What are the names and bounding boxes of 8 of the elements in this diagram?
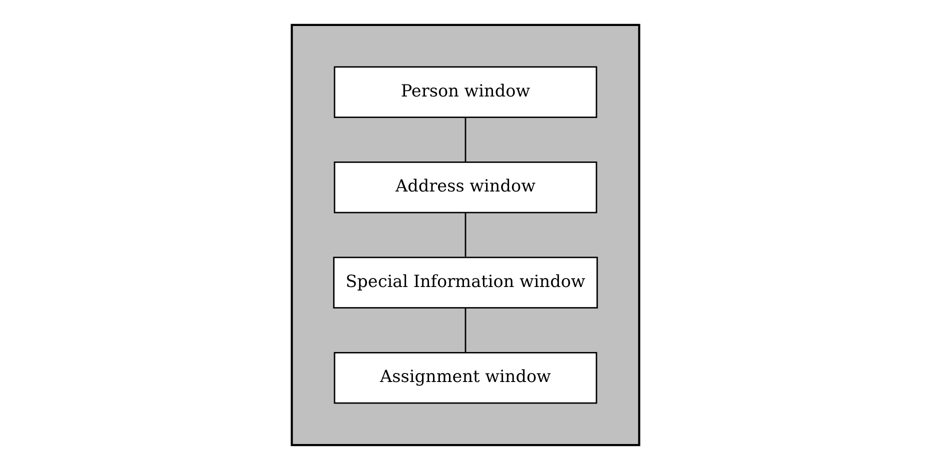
connector: [464, 118, 466, 162]
node-box: Person window: [334, 66, 598, 118]
node-box: Special Information window: [333, 256, 598, 309]
node-box: Assignment window: [334, 352, 598, 404]
node-box: Address window: [334, 161, 598, 214]
connector: [464, 308, 466, 352]
cluster: [290, 24, 640, 446]
connector: [464, 213, 466, 257]
